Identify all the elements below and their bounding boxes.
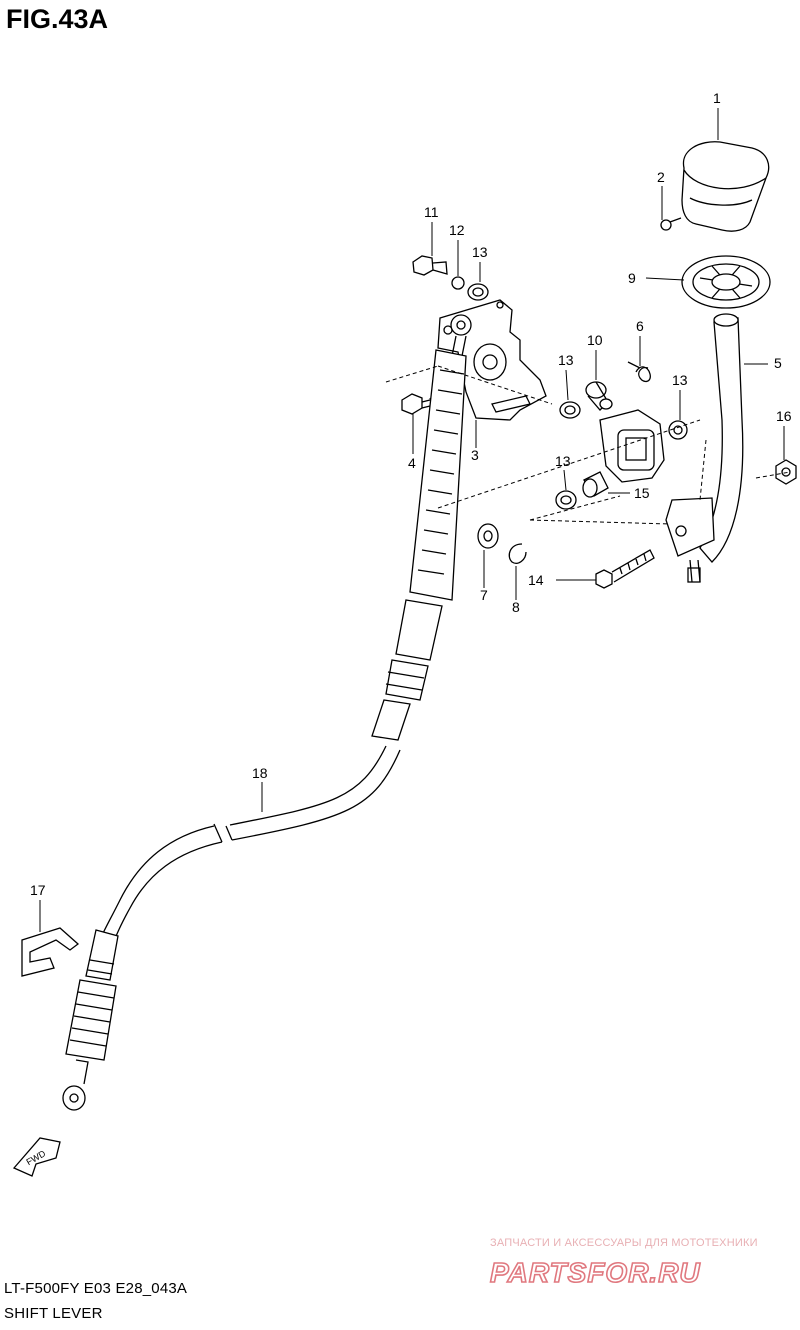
figure-title: FIG.43A bbox=[6, 4, 109, 34]
leader-lines bbox=[39, 108, 785, 932]
part-spring-6[interactable] bbox=[627, 361, 651, 383]
callout-13d: 13 bbox=[555, 453, 571, 469]
callout-1: 1 bbox=[713, 90, 721, 106]
callout-3: 3 bbox=[471, 447, 479, 463]
callout-7: 7 bbox=[480, 587, 488, 603]
part-bolt-4[interactable] bbox=[401, 393, 435, 415]
callout-5: 5 bbox=[774, 355, 782, 371]
part-washers-13[interactable] bbox=[467, 283, 688, 510]
watermark-logo-text: PARTSFOR.RU bbox=[490, 1257, 701, 1288]
model-code: LT-F500FY E03 E28_043A bbox=[4, 1280, 188, 1297]
part-bolt-11[interactable] bbox=[412, 255, 448, 276]
part-screw-2[interactable] bbox=[660, 217, 682, 231]
part-boot[interactable] bbox=[681, 255, 771, 309]
part-clip-8[interactable] bbox=[508, 543, 527, 564]
callout-9: 9 bbox=[628, 270, 636, 286]
part-nut-16[interactable] bbox=[775, 459, 797, 485]
callout-2: 2 bbox=[657, 169, 665, 185]
callout-6: 6 bbox=[636, 318, 644, 334]
fwd-arrow-icon: FWD bbox=[12, 1137, 61, 1177]
callout-12: 12 bbox=[449, 222, 465, 238]
part-bolt-14[interactable] bbox=[595, 549, 655, 589]
part-pin-10[interactable] bbox=[585, 381, 613, 411]
callout-13c: 13 bbox=[672, 372, 688, 388]
part-knob[interactable] bbox=[681, 141, 770, 232]
part-clip-17[interactable] bbox=[21, 927, 80, 977]
callout-4: 4 bbox=[408, 455, 416, 471]
part-collar-15[interactable] bbox=[582, 471, 609, 498]
part-shift-arm[interactable] bbox=[599, 409, 665, 483]
watermark-tagline: ЗАПЧАСТИ И АКСЕССУАРЫ ДЛЯ МОТОТЕХНИКИ bbox=[490, 1237, 758, 1249]
callout-13b: 13 bbox=[558, 352, 574, 368]
callout-11: 11 bbox=[424, 204, 439, 220]
watermark-logo: PARTSFOR.RU bbox=[489, 1256, 701, 1289]
callout-17: 17 bbox=[30, 882, 46, 898]
part-shift-lever[interactable] bbox=[665, 313, 744, 583]
callout-13a: 13 bbox=[472, 244, 488, 260]
callout-8: 8 bbox=[512, 599, 520, 615]
callout-numbers: 1 2 9 11 12 13 13 13 13 10 6 5 4 3 16 15… bbox=[30, 90, 792, 898]
part-washer-7[interactable] bbox=[477, 523, 499, 549]
part-washer-12[interactable] bbox=[451, 276, 465, 290]
section-name: SHIFT LEVER bbox=[4, 1305, 103, 1322]
callout-10: 10 bbox=[587, 332, 603, 348]
callout-15: 15 bbox=[634, 485, 650, 501]
callout-16: 16 bbox=[776, 408, 792, 424]
assembly-guides bbox=[385, 365, 791, 525]
part-shift-cable[interactable] bbox=[62, 314, 472, 1111]
callout-18: 18 bbox=[252, 765, 268, 781]
callout-14: 14 bbox=[528, 572, 544, 588]
